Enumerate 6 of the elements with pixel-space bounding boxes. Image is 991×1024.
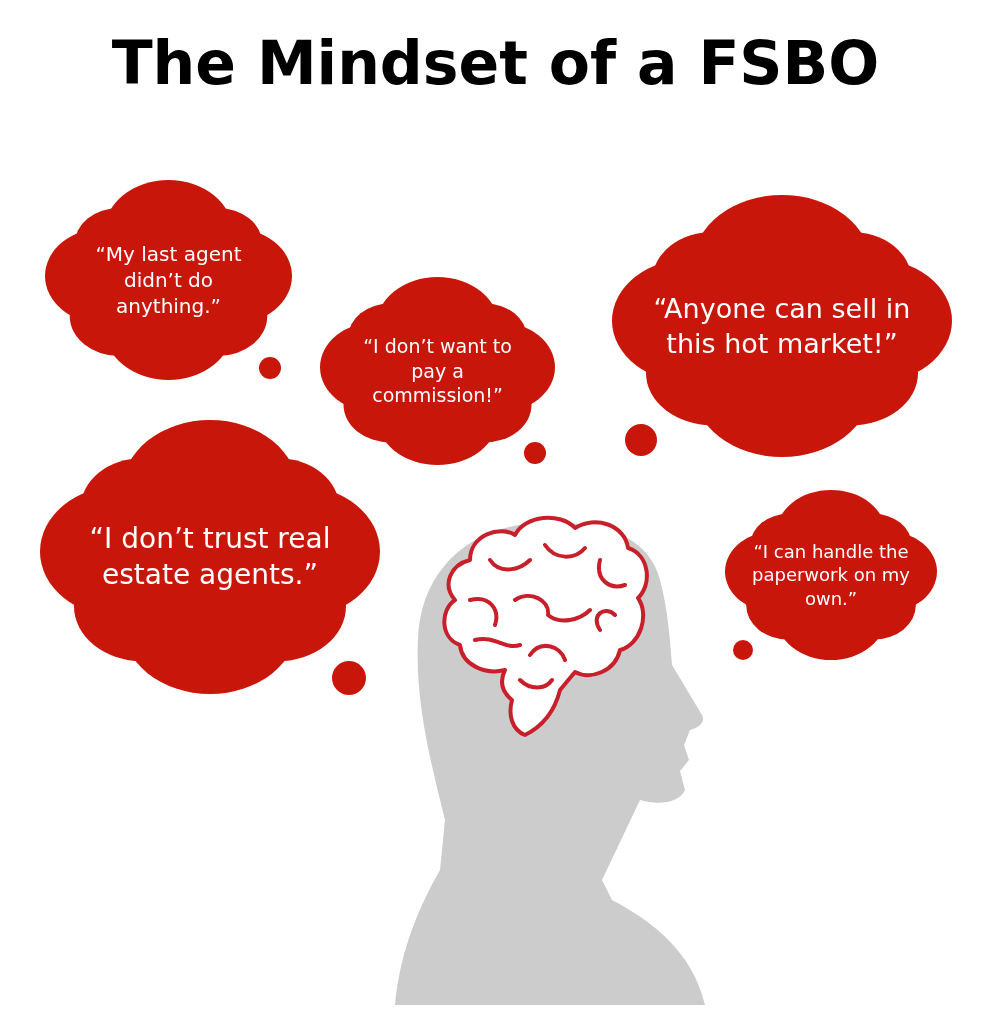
- quote-text: “I can handle the paperwork on my own.”: [751, 539, 911, 611]
- title: The Mindset of a FSBO: [110, 28, 881, 98]
- quote-text: “I don’t trust real estate agents.”: [88, 520, 332, 593]
- quote-text: “I don’t want to pay a commission!”: [362, 333, 513, 409]
- quote-text: “My last agent didn’t do anything.”: [94, 241, 243, 319]
- quote-text: “Anyone can sell in this hot market!”: [652, 291, 912, 361]
